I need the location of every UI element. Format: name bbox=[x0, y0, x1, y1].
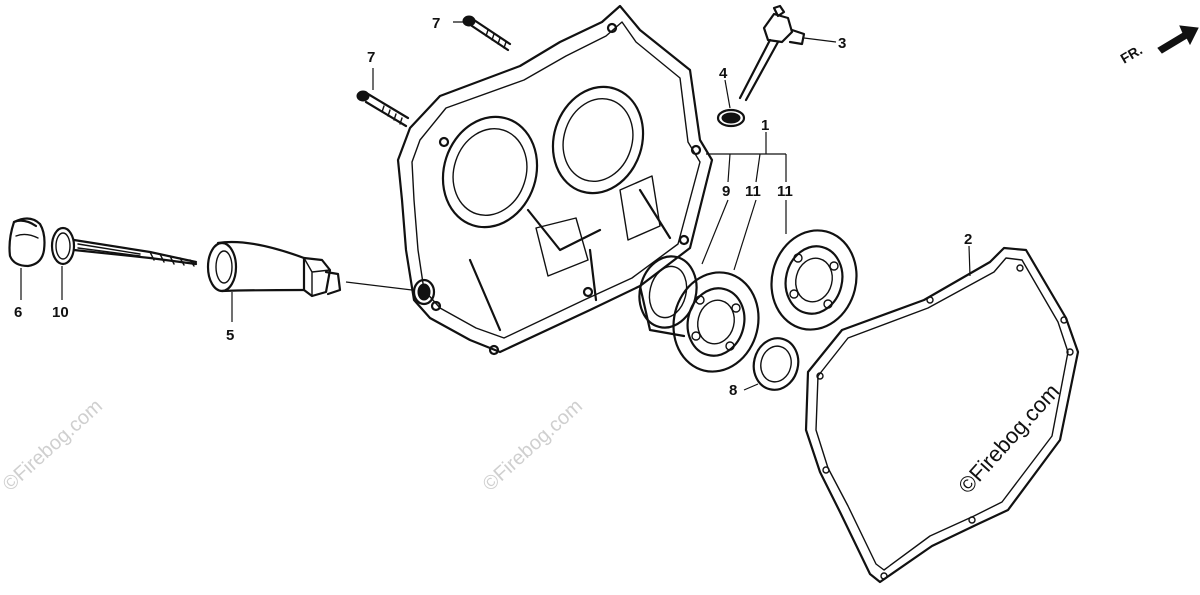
leader-lines bbox=[20, 21, 971, 391]
part-9-bearing-small bbox=[638, 255, 698, 338]
part-11-bearing-upper bbox=[770, 229, 858, 331]
part-6-cap bbox=[8, 217, 46, 268]
callout-11-a: 11 bbox=[745, 183, 761, 200]
part-3-breather-screw bbox=[738, 4, 806, 102]
crankcase-cover bbox=[396, 4, 714, 356]
callout-9: 9 bbox=[722, 183, 730, 200]
arrow-icon bbox=[1157, 25, 1199, 54]
watermark-center: ©Firebog.com bbox=[479, 395, 587, 496]
callout-3: 3 bbox=[838, 35, 846, 52]
callout-7-top: 7 bbox=[432, 15, 440, 32]
part-11-bearing-lower bbox=[672, 271, 760, 373]
part-8-seal-ring bbox=[752, 337, 800, 391]
callout-11-b: 11 bbox=[777, 183, 793, 200]
watermark-gasket: ©Firebog.com bbox=[953, 379, 1064, 499]
callout-2: 2 bbox=[964, 231, 972, 248]
part-2-gasket bbox=[804, 246, 1080, 584]
front-direction-label: FR. bbox=[1118, 41, 1146, 66]
callout-4: 4 bbox=[719, 65, 728, 82]
callout-8: 8 bbox=[729, 382, 737, 399]
callout-1: 1 bbox=[761, 117, 769, 134]
callout-10: 10 bbox=[52, 304, 69, 321]
callout-5: 5 bbox=[226, 327, 234, 344]
callout-6: 6 bbox=[14, 304, 22, 321]
dipstick bbox=[72, 238, 198, 267]
part-10-o-ring bbox=[50, 226, 76, 266]
watermark-left: ©Firebog.com bbox=[0, 395, 107, 496]
callout-7-left: 7 bbox=[367, 49, 375, 66]
part-7-bolt-top bbox=[462, 15, 512, 52]
part-5-filler-tube bbox=[206, 240, 342, 298]
front-direction-arrow: FR. bbox=[1118, 25, 1199, 67]
part-4-washer bbox=[716, 108, 746, 128]
part-7-bolt-left bbox=[356, 90, 410, 128]
